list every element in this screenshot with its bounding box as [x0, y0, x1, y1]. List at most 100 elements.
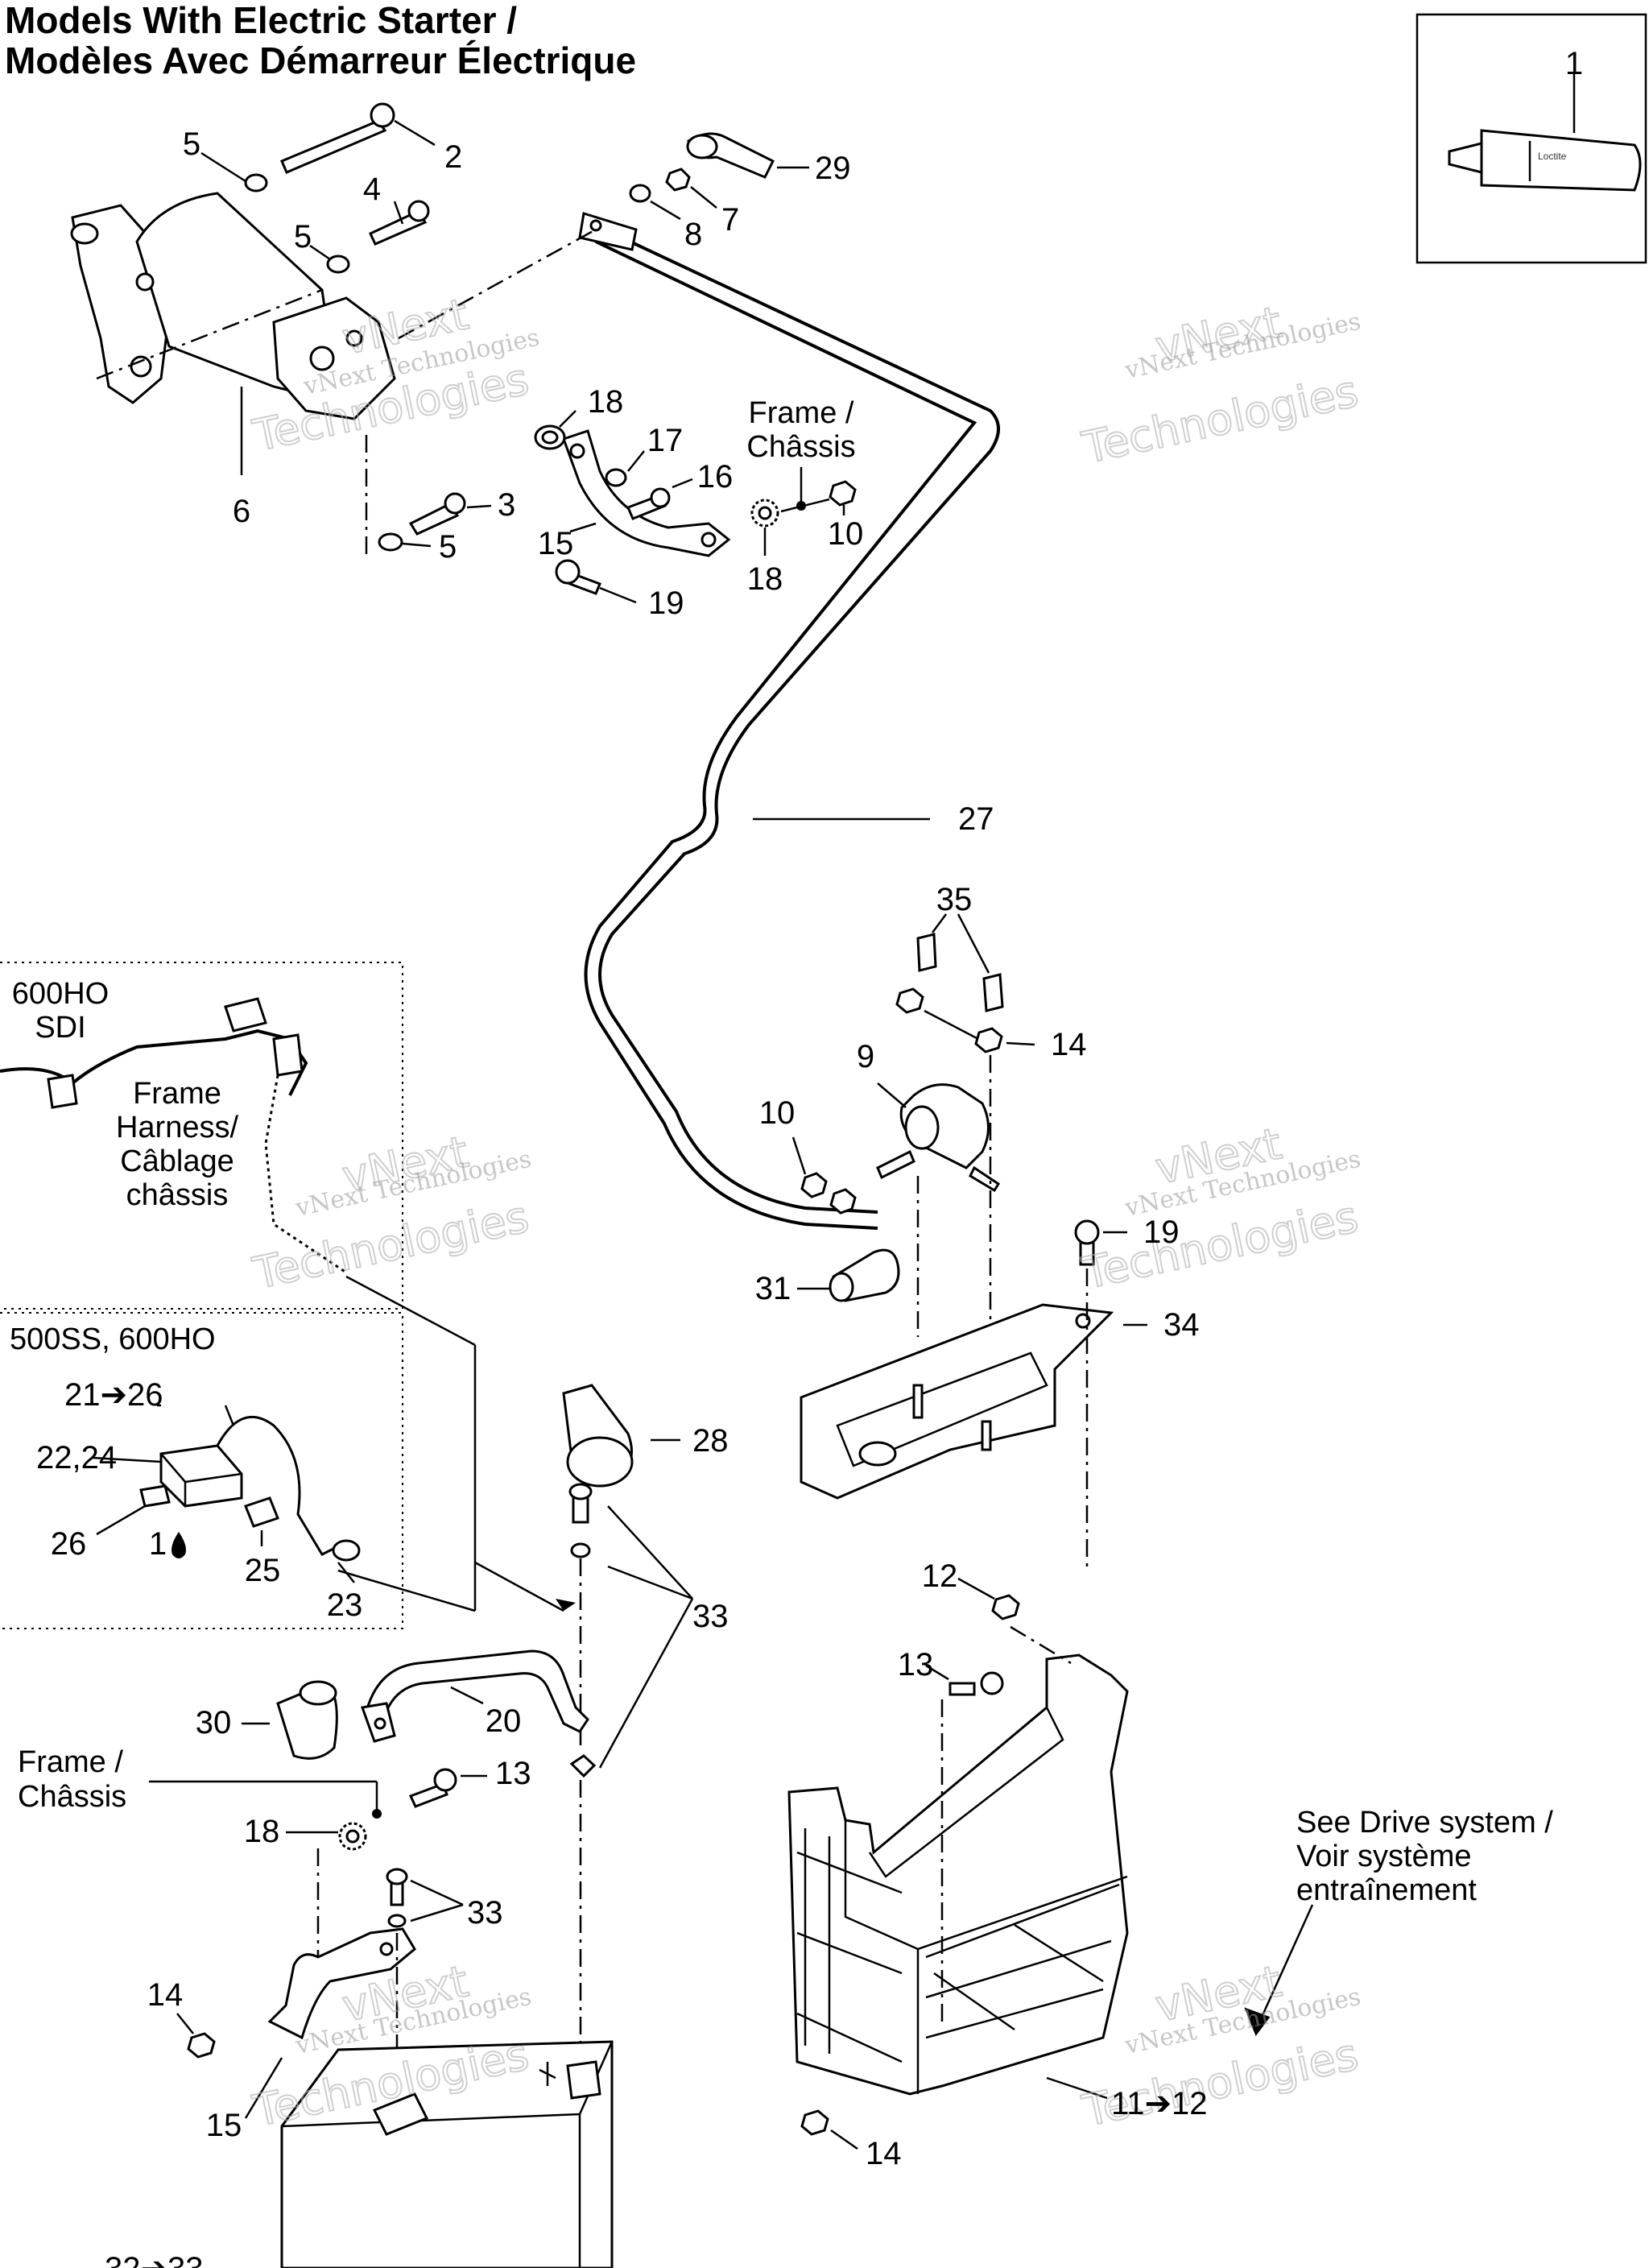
centerline-cable-top: [398, 228, 597, 340]
part-label-27: 27: [958, 801, 994, 837]
washer-5-low: [378, 532, 432, 552]
title-line-1: Models With Electric Starter /: [5, 0, 518, 41]
centerline-starter: [96, 288, 323, 380]
part-label-13b: 13: [898, 1647, 934, 1682]
nut-14-lower-left: [176, 2013, 216, 2059]
part-label-19a: 19: [648, 586, 684, 621]
part-label-9: 9: [857, 1039, 874, 1074]
svg-text:Technologies: Technologies: [1078, 366, 1362, 474]
part-label-4: 4: [363, 172, 381, 207]
part-label-14b: 14: [147, 1977, 184, 2013]
part-labels: 1 2 3 4 5 5 5 6 7 8 9 10 10 11➔12 12 13 …: [36, 46, 1583, 2268]
nut-14-tray: [800, 2109, 858, 2150]
option-box-600ho-sdi: [0, 962, 403, 1310]
see-drive-pointer: [1244, 1904, 1314, 2037]
connector-26: [96, 1484, 171, 1536]
ground-cable-15-top: [562, 429, 731, 557]
part-label-5b: 5: [294, 219, 312, 255]
part-label-5a: 5: [183, 126, 200, 162]
part-label-20: 20: [486, 1703, 522, 1739]
part-label-33a: 33: [692, 1599, 729, 1634]
part-label-23: 23: [327, 1587, 363, 1623]
frame-harness: [0, 997, 576, 1612]
bolt-19-bracket: [1074, 1219, 1127, 1266]
part-label-35: 35: [936, 882, 973, 917]
bolt-stack-33-lower: [386, 1868, 464, 1928]
title-line-2: Modèles Avec Démarreur Électrique: [5, 39, 637, 81]
battery: [280, 2040, 614, 2268]
part-label-32-33: 32➔33: [105, 2251, 204, 2268]
part-label-29: 29: [815, 151, 851, 186]
fuse-25: [244, 1496, 279, 1546]
cable-27: [578, 212, 1000, 1230]
part-label-15b: 15: [206, 2108, 242, 2143]
starter-motor: [70, 192, 396, 475]
bolt-stack-33: [568, 1483, 694, 1778]
lubricant-tube-icon: Loctite: [1448, 129, 1642, 192]
part-label-30: 30: [196, 1705, 232, 1740]
part-label-31: 31: [755, 1271, 791, 1306]
part-label-18b: 18: [747, 561, 783, 597]
nut-10-top: [829, 480, 857, 515]
battery-tray: [787, 1653, 1129, 2100]
part-label-25: 25: [245, 1553, 281, 1588]
part-label-28: 28: [692, 1423, 729, 1459]
part-label-18c: 18: [244, 1814, 280, 1849]
part-label-14a: 14: [1051, 1027, 1087, 1062]
boot-35: [916, 913, 1004, 1012]
note-frame-harness-line3: Câblage: [120, 1144, 234, 1178]
leader-21-26: [224, 1405, 235, 1426]
star-washer-18-lower: [286, 1822, 367, 1851]
inset-box-part-1: Loctite: [1415, 13, 1647, 264]
note-frame-harness-line1: Frame: [133, 1077, 221, 1111]
note-see-drive: See Drive system / Voir système entraîne…: [1296, 1806, 1553, 1907]
note-see-drive-line3: entraînement: [1296, 1873, 1477, 1907]
bolt-3: [408, 492, 492, 536]
part-label-34: 34: [1163, 1307, 1200, 1343]
note-frame-chassis-left-line1: Frame /: [18, 1745, 123, 1779]
part-label-22-24: 22,24: [36, 1440, 117, 1475]
frame-chassis-top-marker: [780, 467, 830, 513]
part-label-10b: 10: [759, 1095, 796, 1131]
note-see-drive-line1: See Drive system /: [1296, 1806, 1553, 1840]
part-label-33b: 33: [467, 1895, 503, 1931]
part-label-8: 8: [684, 217, 702, 252]
note-frame-chassis-left-line2: Châssis: [18, 1780, 126, 1814]
diagram-title: Models With Electric Starter / Modèles A…: [5, 0, 636, 81]
part-label-1-drop: 1: [149, 1526, 167, 1562]
washer-5-mid: [309, 244, 350, 274]
part-label-15a: 15: [538, 526, 574, 561]
nut-7: [665, 168, 717, 209]
part-label-14c: 14: [866, 2136, 902, 2171]
watermark-2: vNext vNext Technologies Technologies: [1077, 296, 1364, 474]
note-frame-harness-line2: Harness/: [116, 1111, 238, 1144]
option-box-500ss-600ho: [0, 1312, 403, 1629]
part-label-13a: 13: [495, 1756, 531, 1791]
frame-chassis-left-marker: [149, 1780, 382, 1819]
bolt-16: [626, 478, 693, 520]
part-label-1: 1: [1565, 46, 1583, 81]
note-variant-sdi: 600HO SDI: [12, 977, 109, 1045]
module-21-26: [157, 1404, 361, 1562]
note-variant-sdi-line2: SDI: [35, 1011, 85, 1045]
note-frame-chassis-top-line2: Châssis: [746, 430, 855, 464]
note-frame-harness-line4: châssis: [126, 1178, 229, 1212]
note-frame-harness: Frame Harness/ Câblage châssis: [116, 1077, 238, 1212]
note-variant-ss: 500SS, 600HO: [10, 1322, 216, 1356]
bolt-19-top: [555, 559, 637, 604]
boot-29: [686, 132, 809, 179]
part-label-26: 26: [51, 1526, 87, 1562]
part-label-10a: 10: [828, 516, 864, 552]
bolt-13-lower: [408, 1768, 487, 1808]
bolt-4: [369, 200, 430, 246]
part-label-18a: 18: [588, 384, 624, 420]
oil-drop-icon: [172, 1532, 186, 1558]
part-label-3: 3: [498, 487, 515, 523]
bolt-13-tray: [925, 1664, 1004, 1696]
boot-30: [242, 1680, 338, 1760]
svg-text:Technologies: Technologies: [1078, 1191, 1362, 1299]
boot-31: [797, 1248, 900, 1302]
nuts-14-solenoid: [895, 987, 1035, 1053]
washer-18-top: [534, 410, 577, 450]
